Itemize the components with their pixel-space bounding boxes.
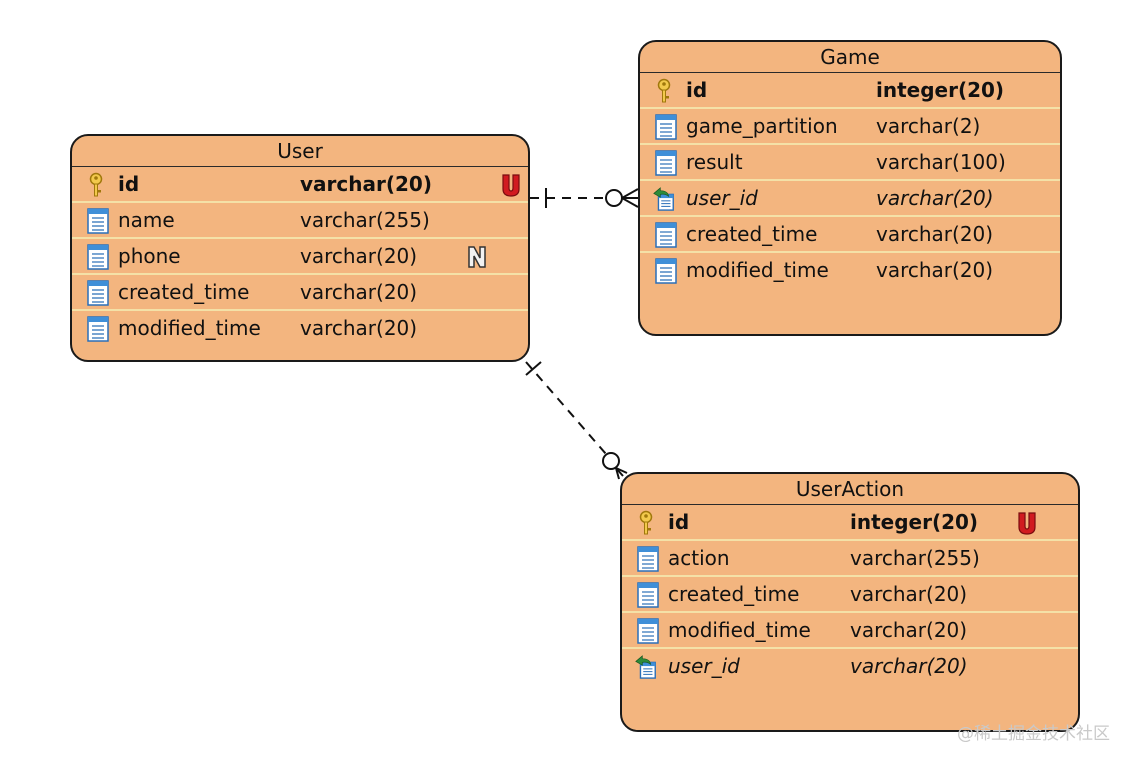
entity-game[interactable]: Game id integer(20) game_partition varch… [638,40,1062,336]
column-icon [655,222,677,248]
foreign-key-icon [653,187,674,211]
primary-key-icon [657,78,671,103]
column-type: varchar(20) [300,316,418,340]
column-type: varchar(20) [300,244,418,268]
column-name: action [668,546,730,570]
column-type: varchar(2) [876,114,981,138]
column-type: varchar(20) [850,618,968,642]
column-name: id [118,172,140,196]
relationship-user-game[interactable] [530,188,639,208]
primary-key-icon [639,510,653,535]
column-icon [87,208,109,234]
relationship-user-useraction[interactable] [525,361,628,480]
column-name: user_id [668,654,740,678]
column-type: varchar(20) [850,582,968,606]
column-icon [87,244,109,270]
column-name: result [686,150,743,174]
entity-user-action[interactable]: UserAction id integer(20) [620,472,1080,732]
column-icon [87,316,109,342]
table-row[interactable]: user_id varchar(20) [622,649,1078,685]
column-name: name [118,208,175,232]
column-type: integer(20) [876,78,1005,102]
column-name: created_time [668,582,800,606]
column-name: modified_time [686,258,829,282]
column-type: varchar(255) [850,546,980,570]
unique-constraint-icon [502,174,520,197]
column-type: varchar(255) [300,208,430,232]
column-type: varchar(20) [876,186,994,210]
table-row[interactable]: result varchar(100) [640,145,1060,181]
unique-constraint-icon [1018,512,1036,535]
table-row[interactable]: id integer(20) [622,505,1078,541]
column-name: id [668,510,690,534]
column-type: varchar(20) [300,280,418,304]
entity-user[interactable]: User id varchar(20) name [70,134,530,362]
column-type: varchar(20) [876,222,994,246]
foreign-key-icon [635,655,656,679]
column-type: varchar(100) [876,150,1006,174]
column-name: phone [118,244,181,268]
table-row[interactable]: modified_time varchar(20) [72,311,528,347]
column-type: varchar(20) [300,172,432,196]
column-icon [655,150,677,176]
table-row[interactable]: user_id varchar(20) [640,181,1060,217]
column-icon [655,114,677,140]
column-name: created_time [118,280,250,304]
column-icon [87,280,109,306]
table-row[interactable]: name varchar(255) [72,203,528,239]
primary-key-icon [89,172,103,197]
table-row[interactable]: id integer(20) [640,73,1060,109]
column-icon [637,546,659,572]
column-name: created_time [686,222,818,246]
table-row[interactable]: created_time varchar(20) [72,275,528,311]
column-type: varchar(20) [850,654,968,678]
column-name: user_id [686,186,758,210]
column-name: game_partition [686,114,838,138]
table-row[interactable]: created_time varchar(20) [622,577,1078,613]
entity-title: User [72,136,528,167]
column-name: id [686,78,708,102]
not-null-icon [468,246,486,268]
table-row[interactable]: action varchar(255) [622,541,1078,577]
column-icon [637,582,659,608]
column-icon [655,258,677,284]
column-type: varchar(20) [876,258,994,282]
column-name: modified_time [118,316,261,340]
table-row[interactable]: game_partition varchar(2) [640,109,1060,145]
column-name: modified_time [668,618,811,642]
column-icon [637,618,659,644]
entity-title: Game [640,42,1060,73]
table-row[interactable]: modified_time varchar(20) [640,253,1060,289]
table-row[interactable]: id varchar(20) [72,167,528,203]
table-row[interactable]: created_time varchar(20) [640,217,1060,253]
watermark: @稀土掘金技术社区 [957,724,1110,744]
entity-title: UserAction [622,474,1078,505]
table-row[interactable]: modified_time varchar(20) [622,613,1078,649]
table-row[interactable]: phone varchar(20) [72,239,528,275]
column-type: integer(20) [850,510,979,534]
